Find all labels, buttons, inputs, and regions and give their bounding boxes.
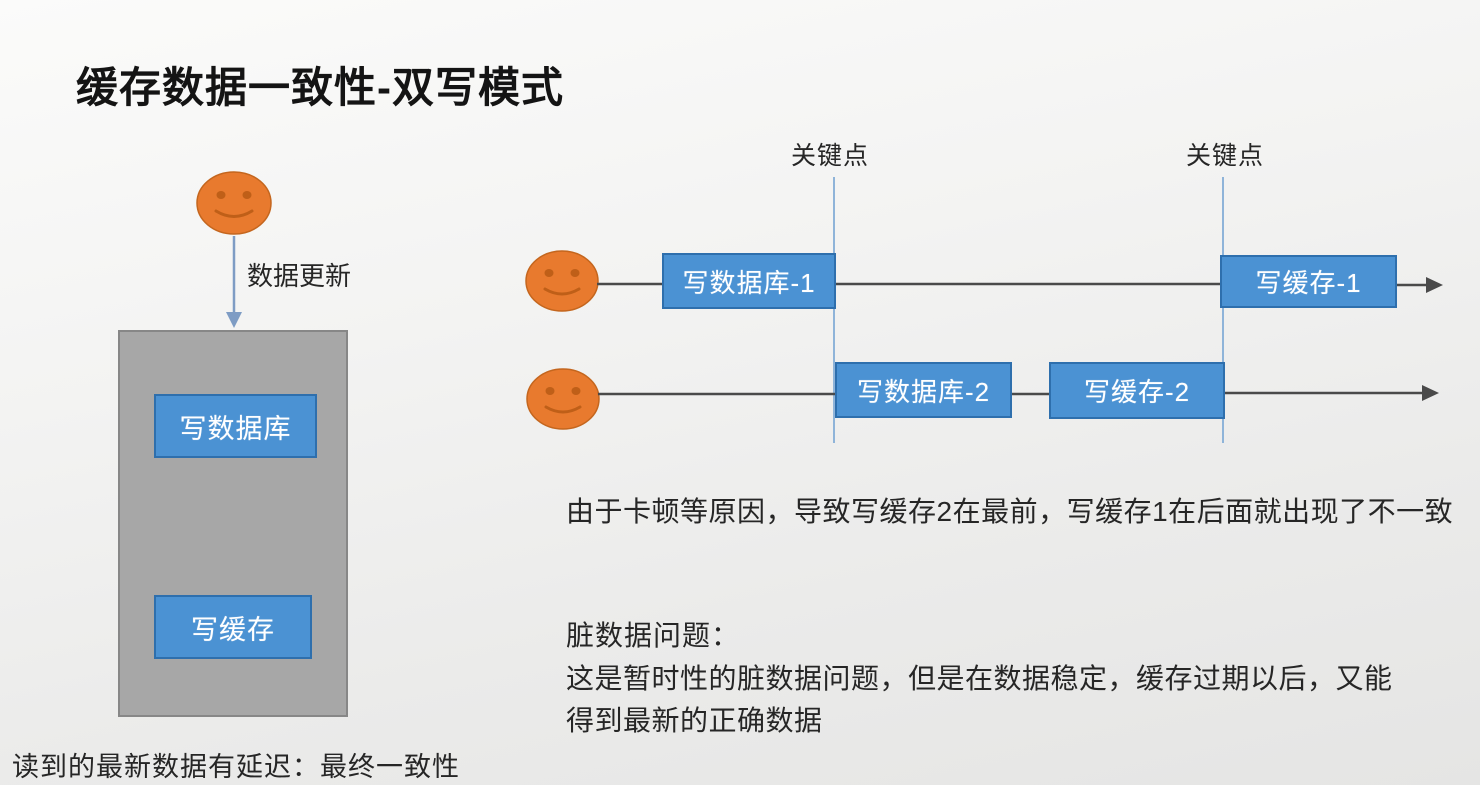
- eventual-consistency-caption: 读到的最新数据有延迟：最终一致性: [12, 752, 460, 782]
- thread2-write-db-box: 写数据库-2: [835, 362, 1012, 418]
- inconsistency-note: 由于卡顿等原因，导致写缓存2在最前，写缓存1在后面就出现了不一致: [566, 496, 1454, 527]
- data-update-arrow: [226, 236, 242, 328]
- timeline-2-line: [598, 391, 1426, 396]
- timeline-2-arrowhead: [1422, 385, 1439, 401]
- dirty-data-title: 脏数据问题：: [566, 620, 741, 651]
- data-update-label: 数据更新: [247, 261, 352, 291]
- smiley-face-icon: [196, 171, 272, 235]
- thread1-write-cache-box: 写缓存-1: [1220, 255, 1397, 308]
- timeline-1-arrowhead: [1426, 277, 1443, 293]
- smiley-face-icon: [525, 250, 599, 312]
- thread2-write-cache-box: 写缓存-2: [1049, 362, 1225, 419]
- keypoint-label-2: 关键点: [1185, 142, 1265, 170]
- page-title: 缓存数据一致性-双写模式: [76, 64, 564, 111]
- write-db-box: 写数据库: [154, 394, 317, 458]
- keypoint-label-1: 关键点: [790, 142, 870, 170]
- dirty-data-body: 这是暂时性的脏数据问题，但是在数据稳定，缓存过期以后，又能得到最新的正确数据: [566, 663, 1393, 736]
- write-cache-box: 写缓存: [154, 595, 312, 659]
- thread1-write-db-box: 写数据库-1: [662, 253, 836, 309]
- timeline-1-line: [597, 282, 1430, 287]
- smiley-face-icon: [526, 368, 600, 430]
